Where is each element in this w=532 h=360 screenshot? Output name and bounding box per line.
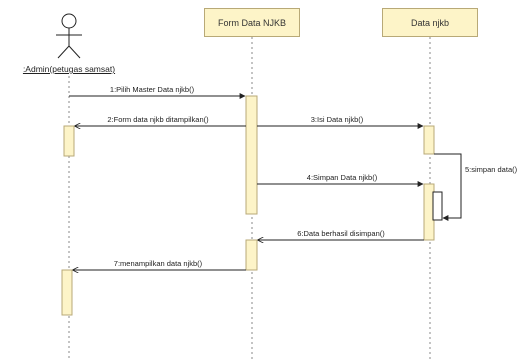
form-activation — [245, 239, 258, 271]
message-5-arrow — [434, 153, 462, 221]
actor-activation — [63, 125, 75, 157]
lifeline-label-form: Form Data NJKB — [217, 17, 286, 28]
data-self-activation — [432, 191, 443, 221]
message-4-label: 4:Simpan Data njkb() — [306, 173, 378, 182]
lifeline-box-data: Data njkb — [382, 8, 478, 37]
actor-label: :Admin(petugas samsat) — [22, 64, 116, 74]
lifeline-box-form: Form Data NJKB — [204, 8, 300, 37]
actor-activation — [61, 269, 73, 316]
message-1-label: 1:Pilih Master Data njkb() — [109, 85, 195, 94]
actor-figure-icon — [56, 13, 82, 59]
message-3-label: 3:Isi Data njkb() — [310, 115, 364, 124]
message-5-label: 5:simpan data() — [465, 165, 518, 174]
lifeline-label-data: Data njkb — [410, 17, 450, 28]
message-2-label: 2:Form data njkb ditampilkan() — [107, 115, 209, 124]
message-6-label: 6:Data berhasil disimpan() — [297, 229, 385, 238]
form-activation — [245, 95, 258, 215]
data-activation — [423, 125, 435, 155]
message-7-label: 7:menampilkan data njkb() — [113, 259, 203, 268]
